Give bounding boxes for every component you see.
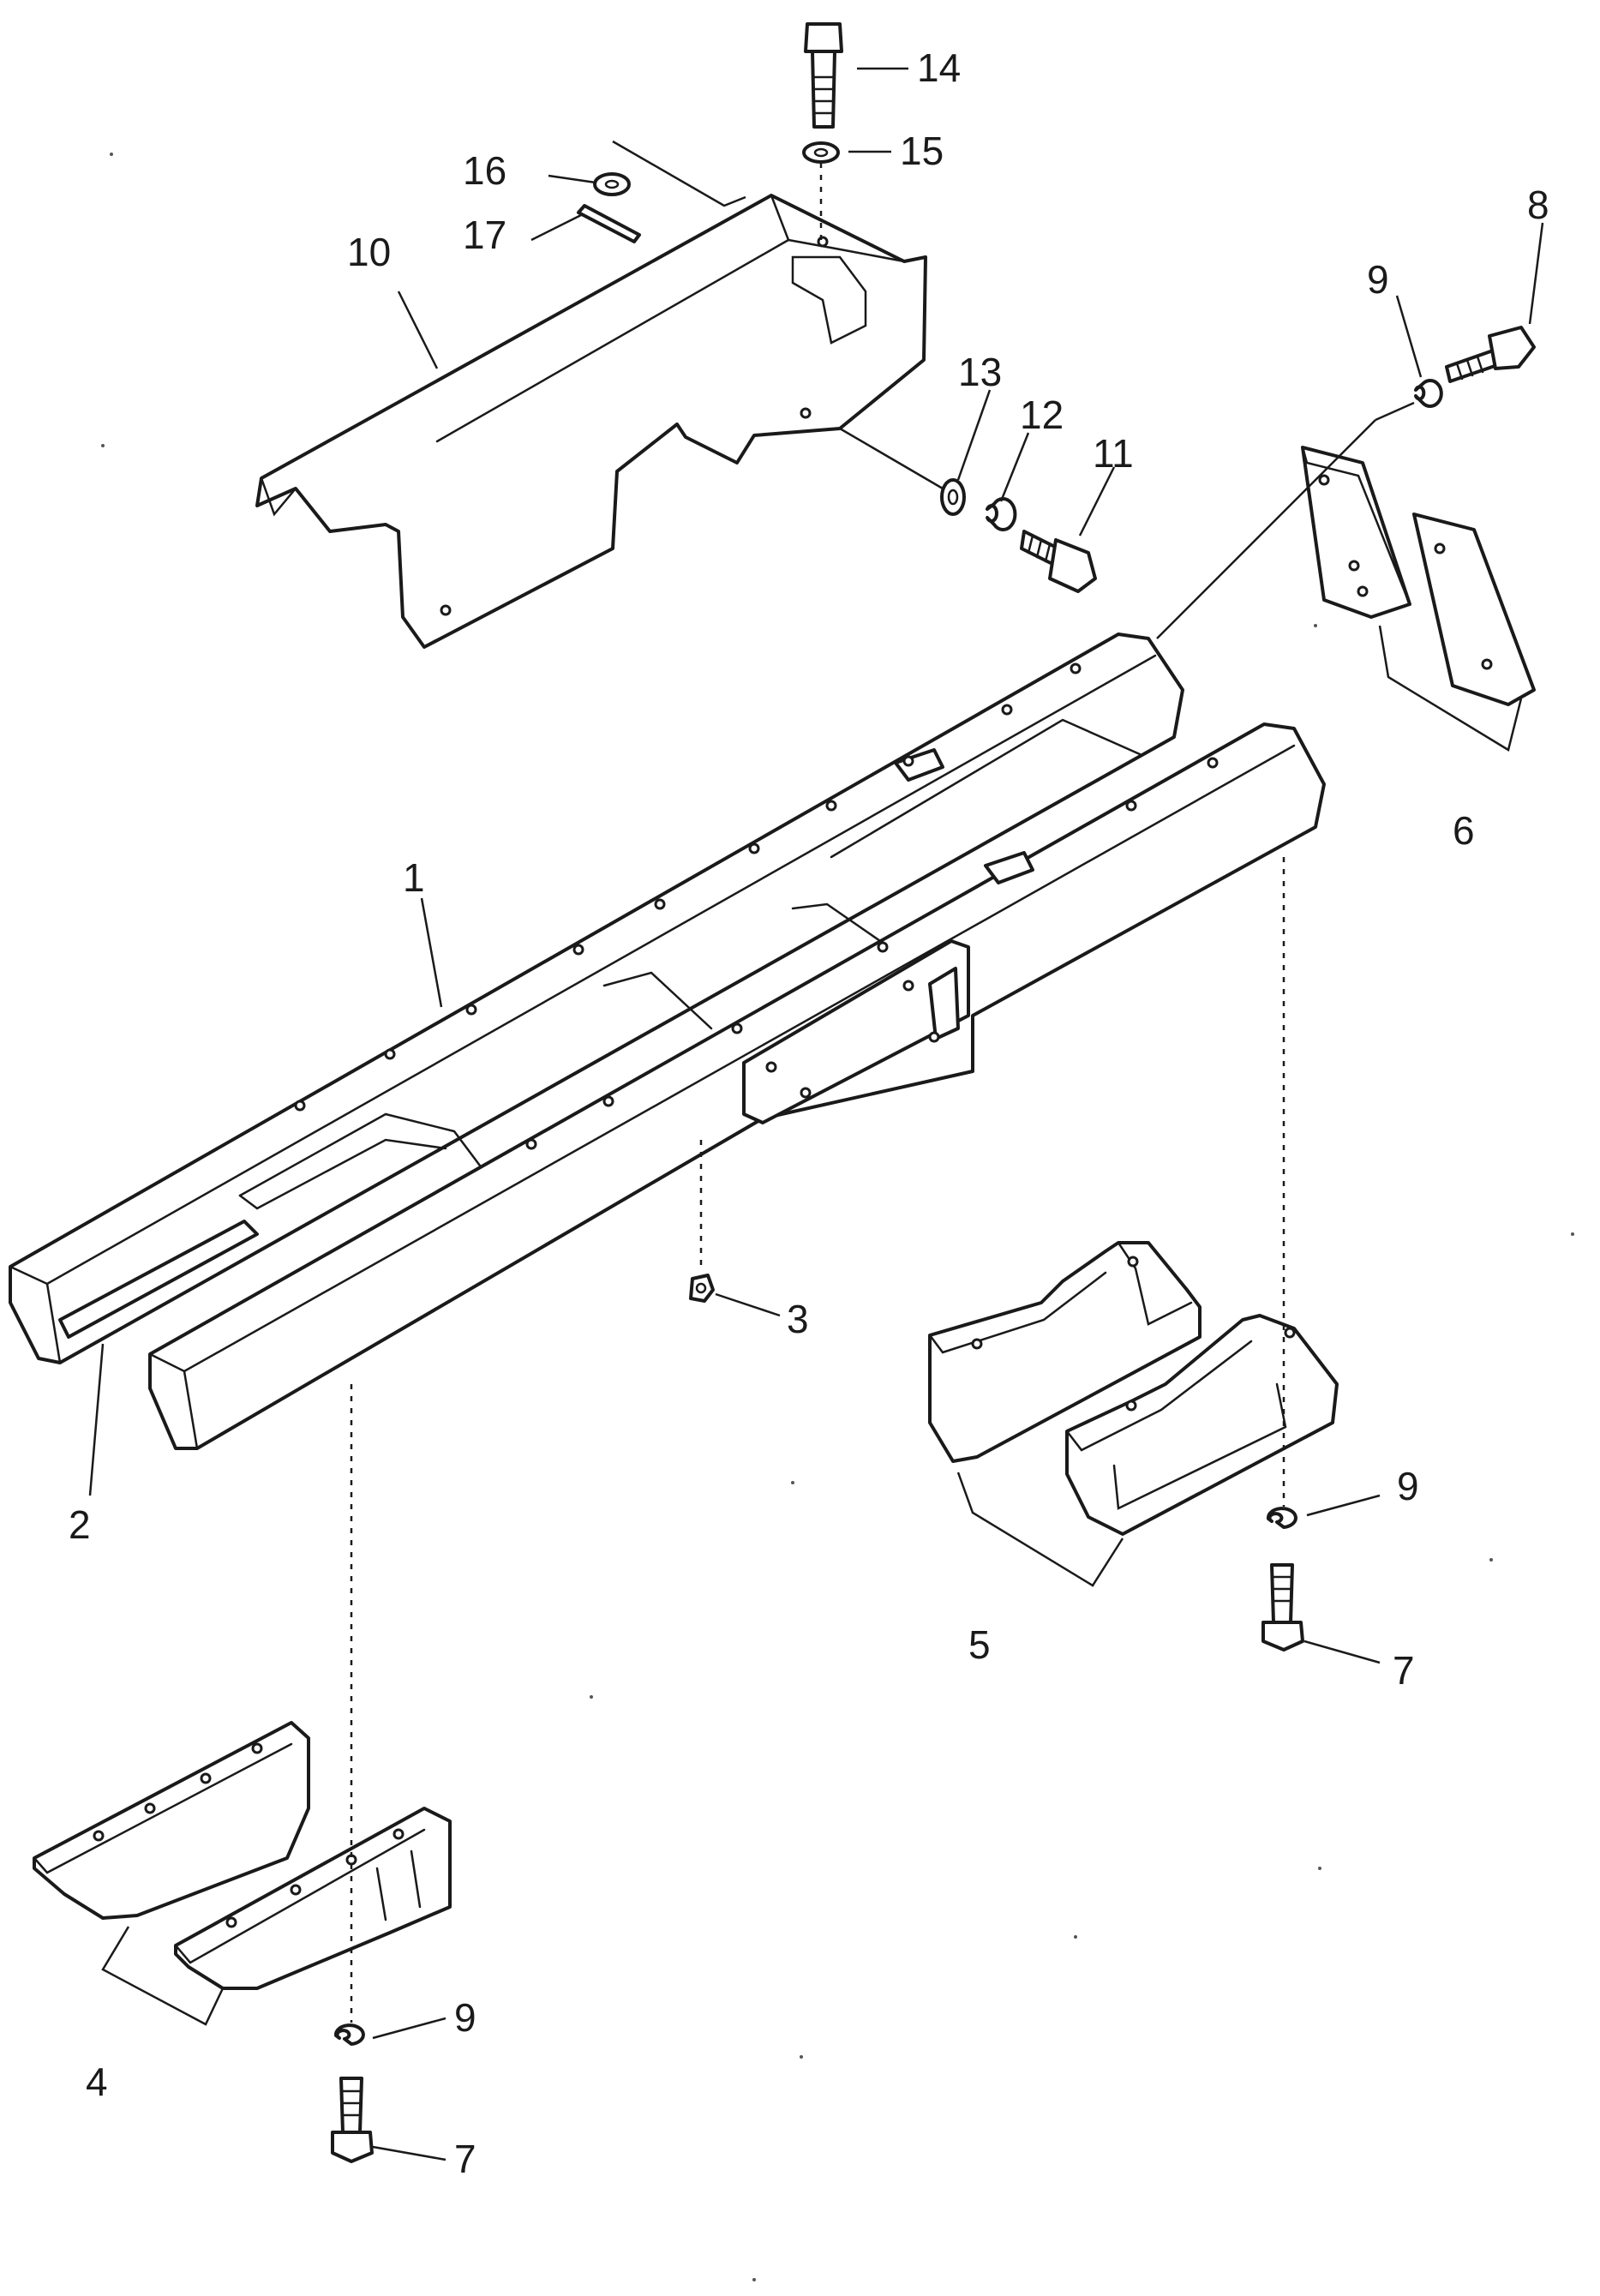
callout-9-left: 9 (454, 1995, 476, 2040)
cover-hole (800, 407, 812, 419)
leader-lines (88, 67, 1544, 2161)
callout-1: 1 (403, 855, 425, 900)
callout-9-right: 9 (1397, 1464, 1419, 1508)
callout-10: 10 (347, 230, 391, 274)
part-9-washer-right (1266, 1507, 1297, 1529)
callout-6: 6 (1453, 808, 1475, 853)
part-10-cover (255, 194, 927, 649)
cover-hole (817, 236, 829, 248)
callout-5: 5 (968, 1622, 991, 1667)
callout-8: 8 (1527, 183, 1549, 227)
part-9-washer-upper (1414, 379, 1443, 408)
callout-9-upper: 9 (1367, 257, 1389, 302)
callout-4: 4 (86, 2059, 108, 2104)
part-3-nut (689, 1274, 715, 1303)
part-11-bolt (1020, 530, 1097, 593)
callout-12: 12 (1020, 393, 1064, 437)
part-15-washer (802, 141, 840, 164)
callout-14: 14 (917, 45, 961, 90)
callout-13: 13 (958, 350, 1002, 394)
callout-labels: 14 15 16 17 10 13 12 11 9 8 6 1 3 2 9 5 … (69, 45, 1549, 2181)
part-7-bolt-right (1261, 1563, 1304, 1652)
part-4-guards (33, 1721, 452, 2026)
part-6-plates (1301, 446, 1536, 752)
callout-3: 3 (787, 1297, 809, 1341)
callout-7-left: 7 (454, 2137, 476, 2181)
part-14-bolt (804, 22, 843, 129)
callout-11: 11 (1093, 431, 1134, 476)
cover-hole (440, 604, 452, 616)
part-5-guards (928, 1241, 1339, 1587)
part-13-washer (940, 478, 966, 516)
callout-15: 15 (900, 129, 944, 173)
part-8-bolt (1445, 326, 1536, 383)
part-7-bolt-left (331, 2077, 374, 2163)
part-17-pin (577, 204, 641, 243)
part-1-track-frame (9, 632, 1326, 1450)
scan-specks (101, 153, 1574, 2281)
part-12-lockwasher (986, 497, 1017, 531)
callout-16: 16 (463, 148, 506, 193)
part-16-washer (593, 172, 631, 196)
callout-2: 2 (69, 1502, 91, 1547)
callout-7-right: 7 (1393, 1648, 1415, 1693)
part-9-washer-left (333, 2023, 365, 2046)
callout-17: 17 (463, 213, 506, 257)
